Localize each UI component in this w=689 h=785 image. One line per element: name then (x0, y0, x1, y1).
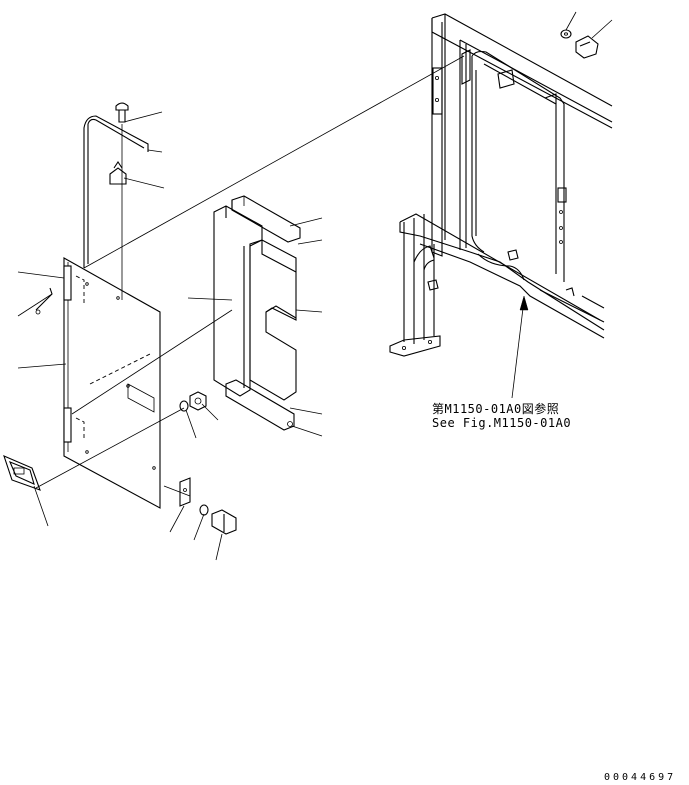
callout-lines (17, 11, 613, 561)
reference-note-en: See Fig.M1150-01A0 (432, 416, 572, 430)
seal-strip-bottom (225, 379, 295, 431)
frame-bolt (575, 35, 599, 59)
screw (115, 102, 129, 300)
insulation-left (213, 205, 263, 397)
spring-latch (35, 287, 53, 311)
washer (179, 400, 189, 412)
seal-strip-top (231, 195, 301, 243)
frame-washer (560, 29, 572, 39)
lower-washer (199, 504, 209, 516)
bracket-clip (109, 161, 127, 185)
door-panel (63, 257, 161, 509)
insulation-right (249, 239, 297, 401)
catch-plate (3, 455, 41, 491)
frame-assembly (389, 13, 613, 357)
lower-bolt (211, 509, 237, 535)
drawing-code: 00044697 (604, 772, 677, 783)
hinge-rod (83, 115, 149, 268)
nut (189, 391, 207, 411)
lower-bracket (179, 477, 191, 507)
reference-note-jp: 第M1150-01A0図参照 (432, 402, 560, 416)
